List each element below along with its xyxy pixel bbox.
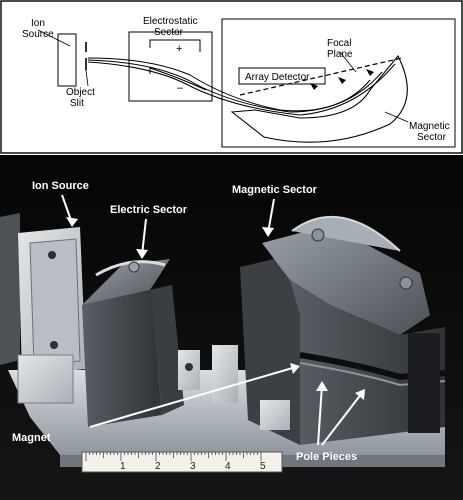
trajectory-arrow-2 (338, 77, 346, 84)
ruler (81, 451, 283, 473)
electric-sector-plate-curve (95, 260, 166, 277)
focal-plane-label-2: Plane (327, 49, 353, 60)
magnetic-sector-leader (384, 111, 409, 123)
magnet-arrowhead (290, 363, 300, 374)
pole-pieces-arrow-2 (321, 392, 363, 446)
magnet-screw-1 (311, 228, 325, 242)
object-slit-leader (85, 69, 89, 87)
magnetic-sector-arrowhead (262, 227, 274, 237)
magnet-screw-2 (399, 276, 413, 290)
ion-source-leader (37, 29, 71, 47)
ruler-tick-group (85, 452, 262, 461)
ion-source-screw-2 (50, 341, 58, 349)
pole-pieces-arrow-1 (317, 384, 323, 446)
focal-plane-leader (339, 51, 357, 73)
magnet-yoke-arc (291, 215, 401, 252)
electric-sector-side (150, 285, 184, 415)
magnet-support-block (212, 345, 238, 403)
ion-source-label-1: Ion (31, 18, 45, 29)
array-detector-label: Array Detector (245, 72, 310, 83)
ruler-number-3: 3 (190, 461, 196, 472)
ion-source-label-2: Source (22, 29, 54, 40)
magnet-arrow (89, 366, 297, 428)
focal-plane-label-1: Focal (327, 38, 351, 49)
pole-piece-gap (299, 352, 446, 381)
ion-source-block (17, 354, 74, 404)
schematic-diagram: Ion Source Object Slit Electrostatic Sec… (0, 0, 463, 155)
object-slit-label-2: Slit (70, 98, 84, 109)
electric-sector-screw (128, 261, 140, 273)
magnet-photo-label: Magnet (12, 432, 51, 444)
pole-pieces-arrowhead-1 (316, 381, 328, 391)
middle-block-screw (185, 363, 193, 371)
electric-sector-body (82, 290, 162, 427)
magnet-side-recess (408, 333, 440, 433)
ruler-number-5: 5 (260, 461, 266, 472)
trajectory-arrow-3 (366, 69, 374, 76)
magnet-front (240, 253, 300, 445)
trajectory-arrow-1 (310, 83, 318, 90)
ion-source-screw-1 (48, 251, 56, 259)
ruler-number-4: 4 (225, 461, 231, 472)
electric-sector-arrow (141, 218, 147, 256)
electric-sector-photo-label: Electric Sector (110, 204, 188, 216)
minus-sign: – (177, 82, 184, 94)
electrostatic-upper-plate (149, 39, 201, 52)
ruler-number-1: 1 (120, 461, 126, 472)
magnet-base-block (260, 400, 290, 430)
ion-source-side (0, 213, 20, 365)
magnetic-sector-label-1: Magnetic (409, 121, 450, 132)
focal-plane-line (239, 57, 403, 96)
instrument-photo: 1 2 3 4 5 Ion Source Electric Sector Mag… (0, 155, 463, 500)
magnetic-sector-top (262, 225, 430, 335)
electrostatic-lower-plate (149, 67, 207, 91)
pole-pieces-photo-label: Pole Pieces (296, 451, 357, 463)
electric-sector-arrowhead (136, 249, 148, 259)
electrostatic-sector-label-2: Sector (154, 27, 184, 38)
electrostatic-sector-label-1: Electrostatic (143, 16, 197, 27)
ion-source-face (29, 238, 81, 366)
object-slit-label-1: Object (66, 87, 95, 98)
ion-source-photo-label: Ion Source (32, 180, 89, 192)
magnetic-sector-label-2: Sector (417, 132, 447, 143)
magnetic-sector-arrow (267, 198, 275, 234)
ion-trajectory-2 (87, 59, 383, 113)
ruler-number-2: 2 (155, 461, 161, 472)
magnetic-sector-body (290, 280, 445, 445)
magnetic-pole-shape (230, 54, 408, 143)
ion-source-arrowhead (66, 217, 78, 227)
pole-piece-edge (299, 362, 446, 387)
electric-sector-top (82, 259, 170, 305)
ion-source-box (57, 33, 77, 87)
magnetic-sector-photo-label: Magnetic Sector (232, 184, 318, 196)
pole-pieces-arrowhead-2 (355, 389, 365, 400)
plus-sign: + (176, 43, 182, 55)
ion-trajectory-3 (87, 61, 396, 116)
